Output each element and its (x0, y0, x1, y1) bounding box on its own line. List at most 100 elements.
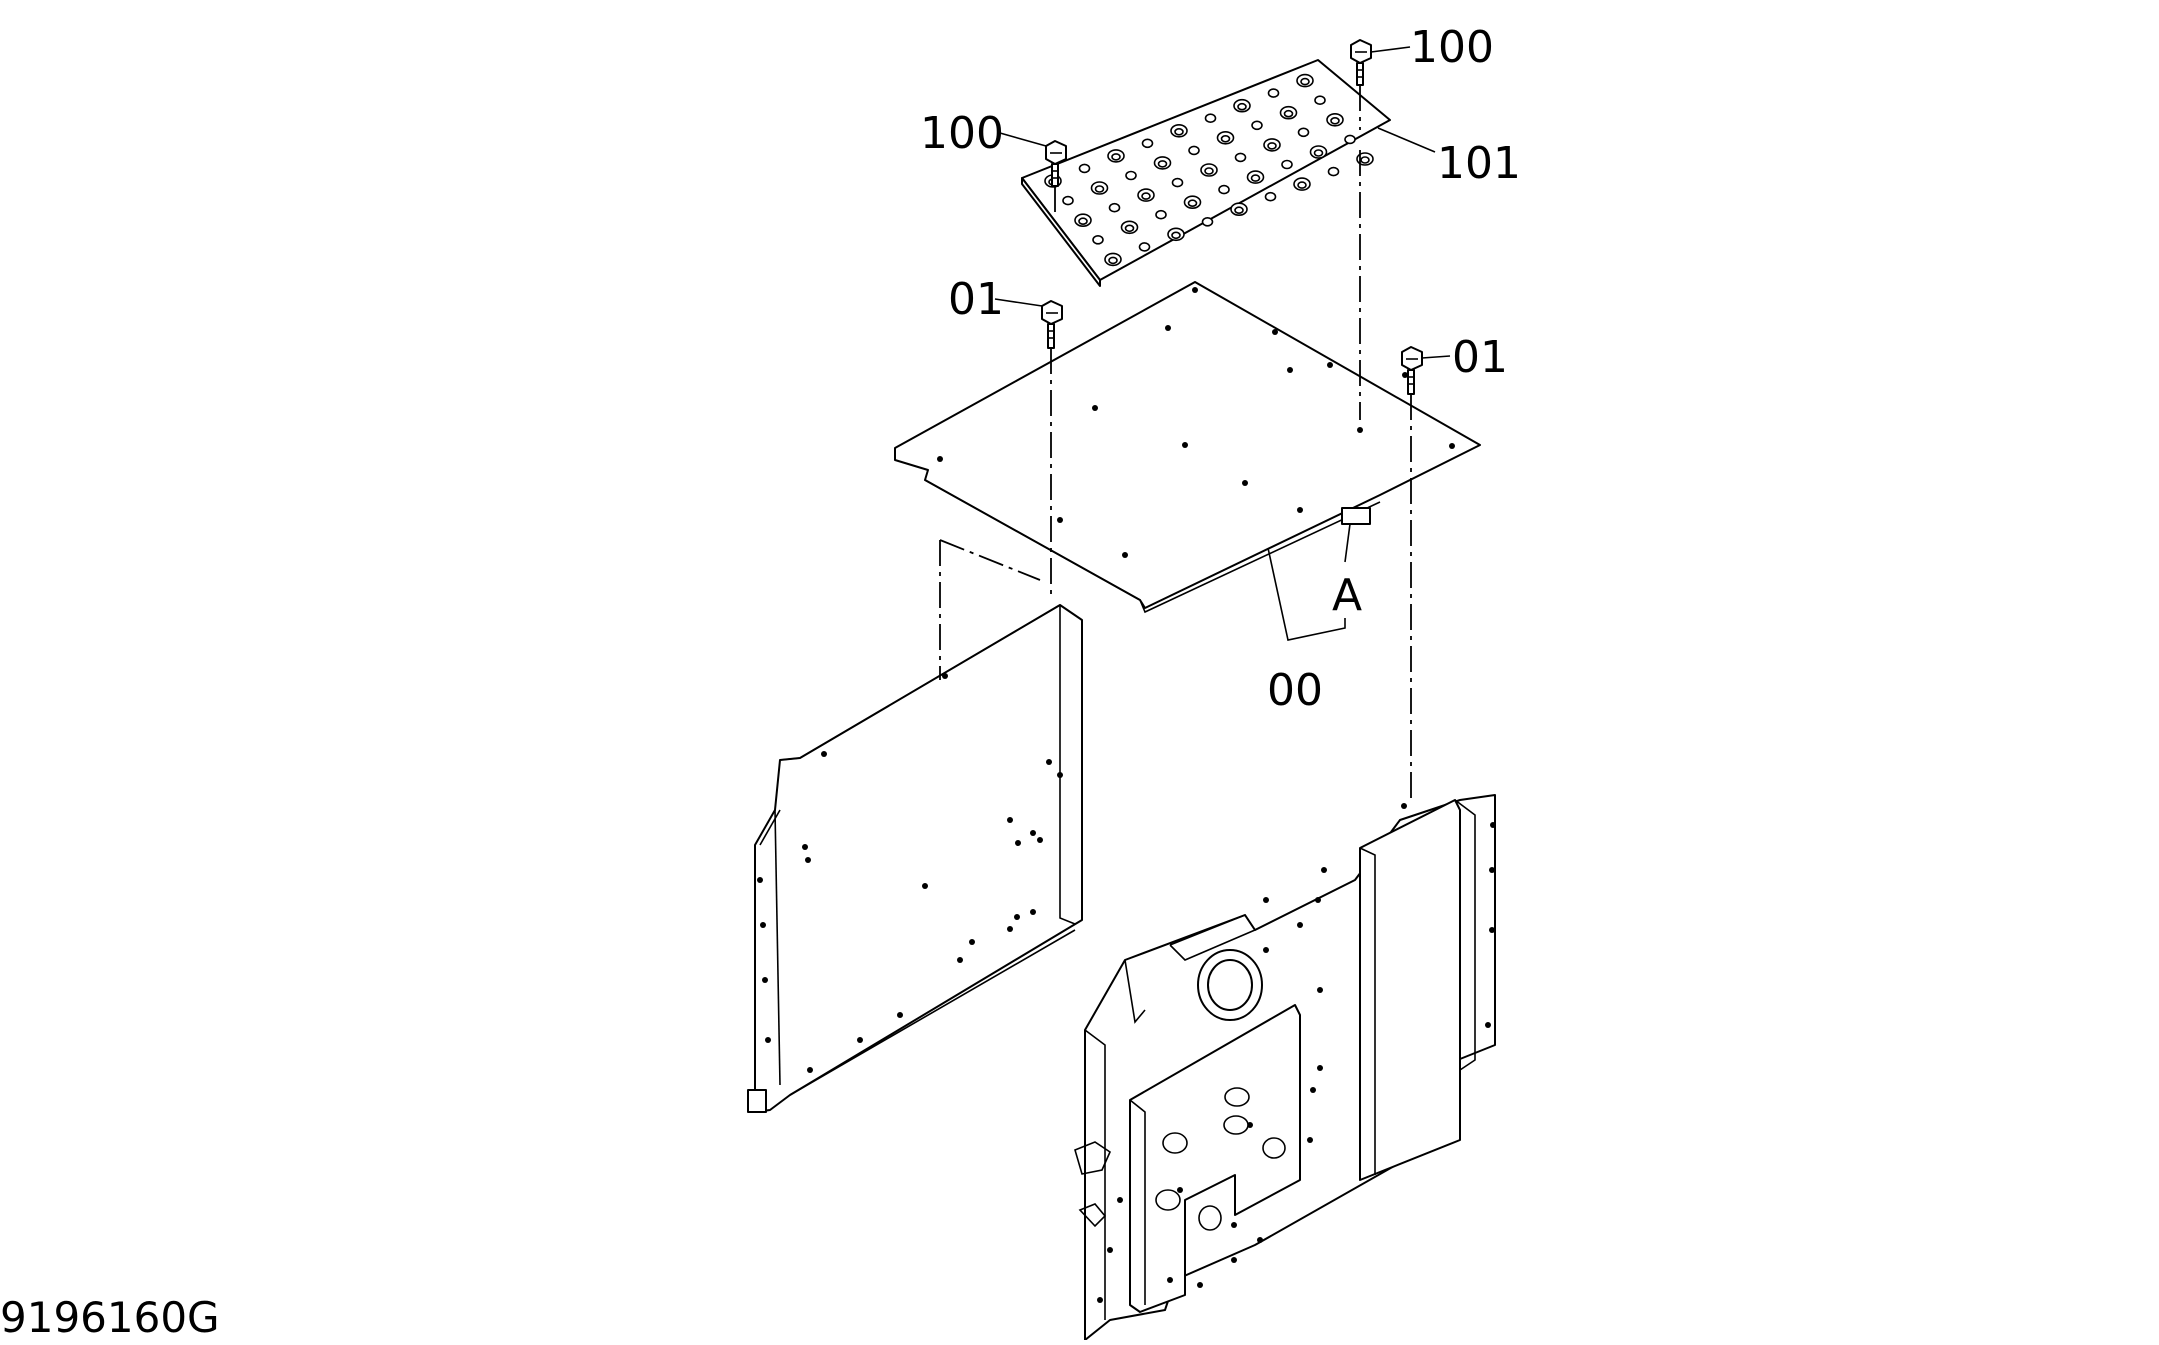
floor-plate-holes (937, 287, 1455, 558)
plate-perforations (1044, 73, 1374, 267)
perforation-hole (1155, 209, 1167, 220)
bolt-01-mid-right (1401, 346, 1423, 395)
callout-00: 00 (1267, 665, 1323, 716)
side-hole (1007, 817, 1013, 823)
perforation-hole (1264, 191, 1277, 202)
perforated-step-plate (1021, 59, 1391, 287)
rear-hole (1231, 1257, 1237, 1263)
perforation-hole-inner (1220, 135, 1231, 143)
floor-hole (1297, 507, 1303, 513)
large-hole (1198, 1205, 1222, 1231)
floor-hole (1402, 372, 1408, 378)
floor-hole (1242, 480, 1248, 486)
perforation-hole (1092, 235, 1104, 245)
side-hole (765, 1037, 771, 1043)
perforation-hole (1201, 217, 1214, 227)
rear-hole (1263, 897, 1269, 903)
perforation-hole-inner (1108, 256, 1118, 265)
rear-hole (1401, 803, 1407, 809)
large-hole (1224, 1087, 1250, 1107)
floor-hole (1449, 443, 1455, 449)
perforation-hole (1108, 202, 1121, 213)
callout-101: 101 (1437, 138, 1521, 189)
floor-hole (1192, 287, 1198, 293)
left-side-panel (747, 604, 1083, 1113)
large-hole (1155, 1189, 1181, 1211)
perforation-hole-inner (1124, 224, 1135, 233)
bolt-01-mid-left (1041, 300, 1063, 349)
floor-hole (1122, 552, 1128, 558)
large-hole (1223, 1115, 1249, 1135)
side-panel-holes (757, 673, 1063, 1073)
rear-hole (1490, 822, 1496, 828)
rear-hole (1485, 1022, 1491, 1028)
perforation-hole (1251, 120, 1263, 131)
rear-hole (1107, 1247, 1113, 1253)
callout-100-top-right: 100 (1410, 22, 1494, 73)
drawing-id: 9196160G (0, 1293, 220, 1340)
rear-hole (1310, 1087, 1316, 1093)
perforation-hole (1138, 242, 1151, 252)
rear-hole (1263, 947, 1269, 953)
floor-hole (1327, 362, 1333, 368)
side-hole (762, 977, 768, 983)
large-hole (1262, 1137, 1286, 1159)
rear-hole (1317, 1065, 1323, 1071)
side-hole (942, 673, 948, 679)
side-hole (807, 1067, 813, 1073)
rear-hole (1257, 1237, 1263, 1243)
side-hole (1057, 772, 1063, 778)
side-hole (897, 1012, 903, 1018)
rear-hole (1321, 867, 1327, 873)
perforation-hole-inner (1141, 192, 1151, 200)
floor-hole (1057, 517, 1063, 523)
floor-hole (1357, 427, 1363, 433)
perforation-hole-inner (1283, 109, 1294, 118)
rear-hole (1489, 927, 1495, 933)
rear-hole (1197, 1282, 1203, 1288)
side-hole (857, 1037, 863, 1043)
side-hole (1046, 759, 1052, 765)
leader-lines (994, 46, 1451, 641)
floor-hole (1182, 442, 1188, 448)
perforation-hole-inner (1330, 117, 1340, 125)
side-hole (1037, 837, 1043, 843)
bolt-100-top-left (1045, 140, 1067, 187)
callout-01-right: 01 (1452, 332, 1508, 383)
perforation-hole-inner (1171, 231, 1181, 240)
perforation-hole-inner (1360, 156, 1370, 164)
perforation-hole-inner (1234, 206, 1244, 214)
perforation-hole (1327, 166, 1340, 177)
rear-hole (1315, 897, 1321, 903)
rear-hole (1307, 1137, 1313, 1143)
side-hole (957, 957, 963, 963)
side-hole (805, 857, 811, 863)
rear-hole (1177, 1187, 1183, 1193)
perforation-hole (1078, 163, 1091, 174)
perforation-hole (1125, 170, 1137, 181)
rear-hole (1489, 867, 1495, 873)
perforation-hole-inner (1174, 128, 1184, 136)
detail-a-tab (1341, 507, 1371, 525)
rear-hole (1097, 1297, 1103, 1303)
perforation-hole (1297, 127, 1310, 138)
callout-a: A (1332, 570, 1362, 621)
side-hole (969, 939, 975, 945)
perforation-hole-inner (1300, 77, 1310, 86)
perforation-hole-inner (1297, 181, 1307, 189)
side-hole (1030, 830, 1036, 836)
side-hole (757, 877, 763, 883)
rear-hole (1317, 987, 1323, 993)
side-hole (1015, 840, 1021, 846)
large-hole (1162, 1132, 1188, 1154)
lower-rear-panel (1074, 794, 1496, 1341)
perforation-hole (1314, 95, 1326, 105)
callout-100-top-left: 100 (920, 108, 1004, 159)
perforation-hole (1218, 184, 1230, 195)
rear-hole (1167, 1277, 1173, 1283)
perforation-hole-inner (1237, 102, 1247, 111)
perforation-hole-inner (1157, 160, 1168, 168)
latch (1074, 1141, 1112, 1175)
perforation-hole (1267, 88, 1280, 98)
